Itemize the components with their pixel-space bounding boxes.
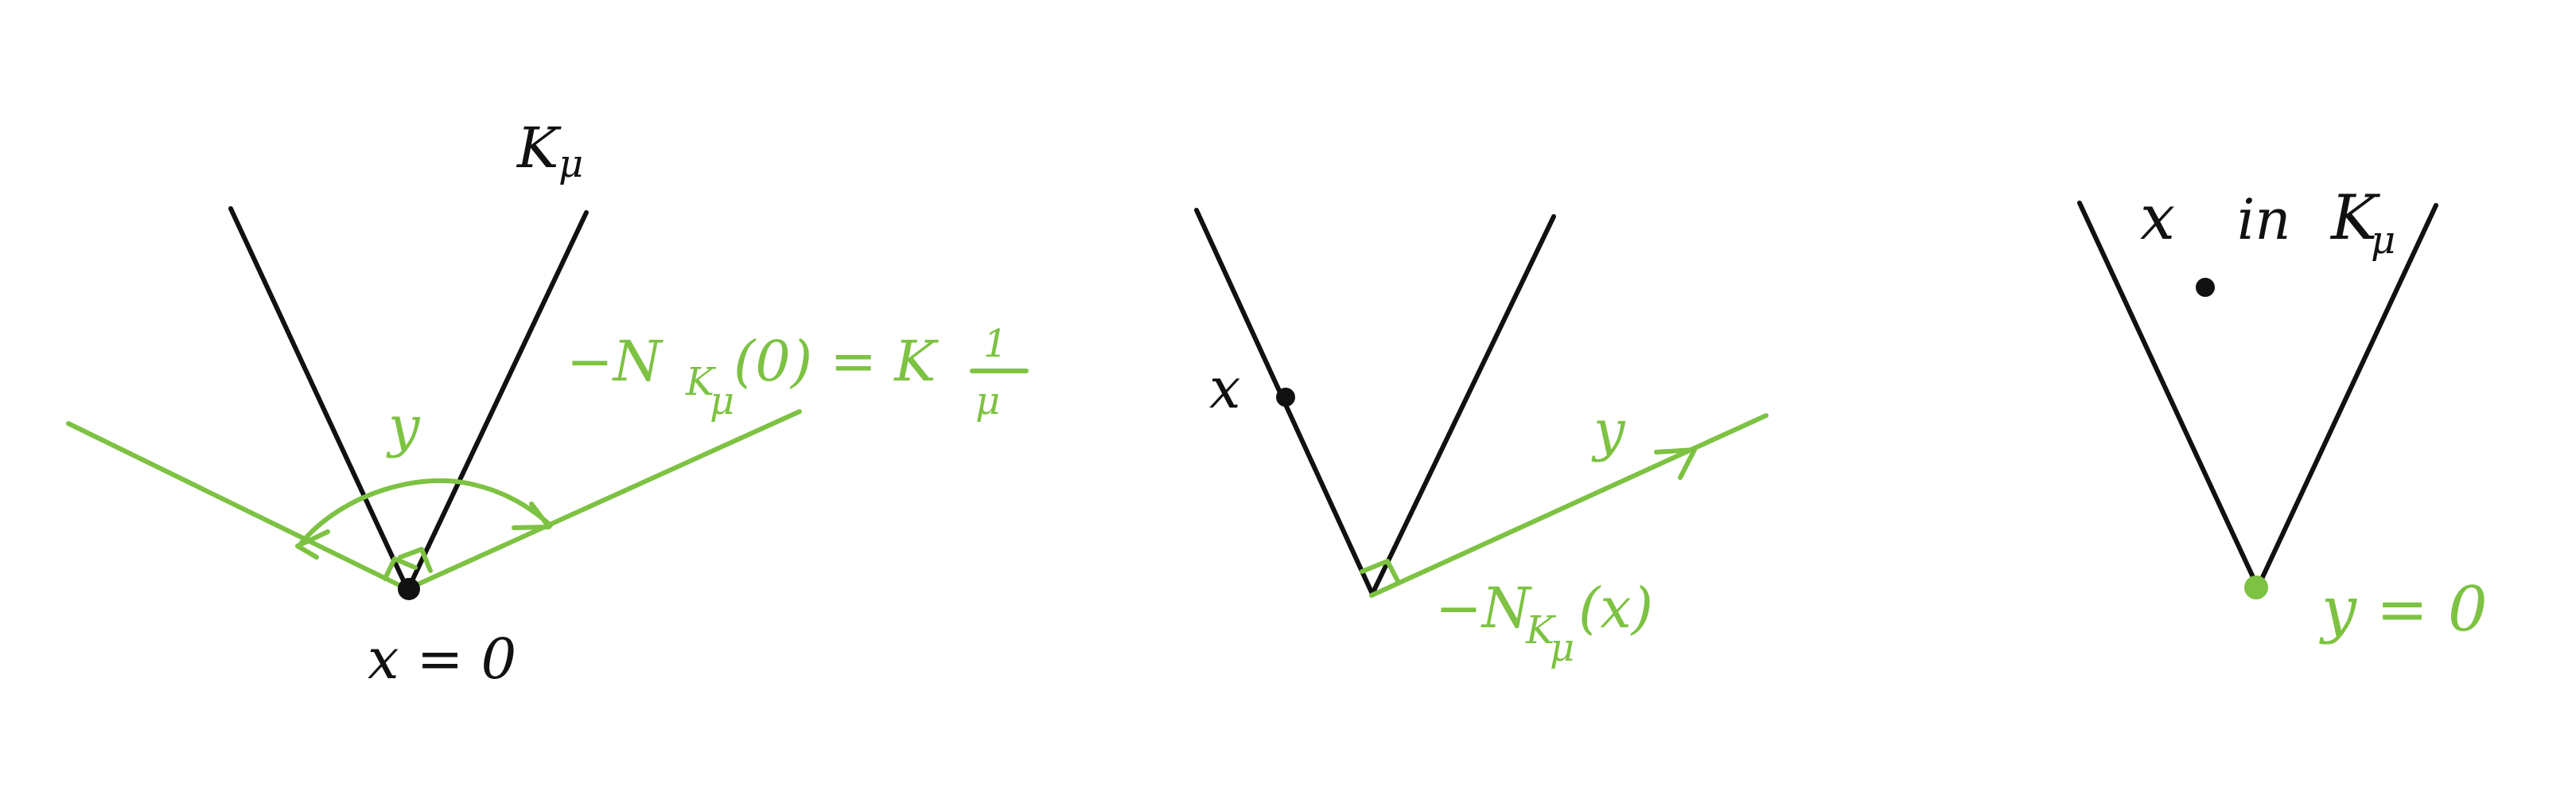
x-label-in: in (2237, 187, 2290, 252)
cone-label-sub: μ (558, 142, 583, 186)
x-label-sub: μ (2371, 218, 2395, 263)
interior-point-x (2196, 278, 2215, 297)
cone-right-edge (407, 210, 589, 590)
normal-label-n: −N (1435, 576, 1533, 641)
y-label: y (1591, 398, 1626, 463)
cone-right-edge (1371, 214, 1556, 595)
y-arc-arrow-right (512, 501, 551, 530)
x-label-k: K (2329, 182, 2381, 254)
normal-cone-left-edge (66, 421, 410, 591)
panel-3: x in K μ y = 0 (2077, 182, 2488, 646)
normal-label-sub-k: K (1525, 608, 1557, 653)
normal-label-sub-mu: μ (1550, 626, 1574, 670)
y-equals-zero-label: y = 0 (2319, 574, 2488, 646)
apex-point-y (2244, 576, 2268, 599)
right-angle-marker-right (398, 547, 433, 573)
normal-frac-num: 1 (983, 322, 1008, 366)
x-label: x (1209, 356, 1240, 421)
normal-cone-right-edge (405, 409, 802, 591)
y-arc-arrow-left (295, 529, 330, 560)
y-arc (298, 478, 553, 546)
normal-ray-arrow (1654, 447, 1697, 480)
normal-ray (1369, 413, 1769, 598)
x-label-x: x (2140, 182, 2175, 254)
cone-label: K μ (516, 115, 583, 186)
normal-label-n: −N (566, 329, 664, 394)
cone-left-edge (2077, 201, 2260, 590)
right-angle-marker (1360, 559, 1400, 583)
normal-cone-label: −N K μ (x) (1435, 576, 1653, 670)
normal-label-arg: (0) = K (733, 329, 939, 394)
cone-right-edge (2255, 203, 2438, 590)
x-in-k-label: x in K μ (2140, 182, 2395, 263)
normal-frac-den: μ (975, 379, 1000, 423)
normal-label-arg: (x) (1578, 576, 1653, 641)
normal-label-sub-mu: μ (710, 379, 734, 423)
origin-point (398, 578, 420, 600)
cone-left-edge (228, 206, 410, 591)
point-x (1276, 388, 1295, 407)
normal-cone-label: −N K μ (0) = K 1 μ (566, 322, 1029, 423)
right-angle-marker-left (383, 556, 418, 581)
panel-2: x y −N K μ (x) (1194, 208, 1769, 670)
cone-label-k: K (516, 115, 562, 181)
panel-1: K μ −N K μ (0) = K 1 μ y x = 0 (66, 115, 1029, 692)
normal-label-sub-k: K (685, 360, 717, 404)
x-equals-zero-label: x = 0 (368, 626, 516, 692)
y-label: y (386, 394, 421, 459)
